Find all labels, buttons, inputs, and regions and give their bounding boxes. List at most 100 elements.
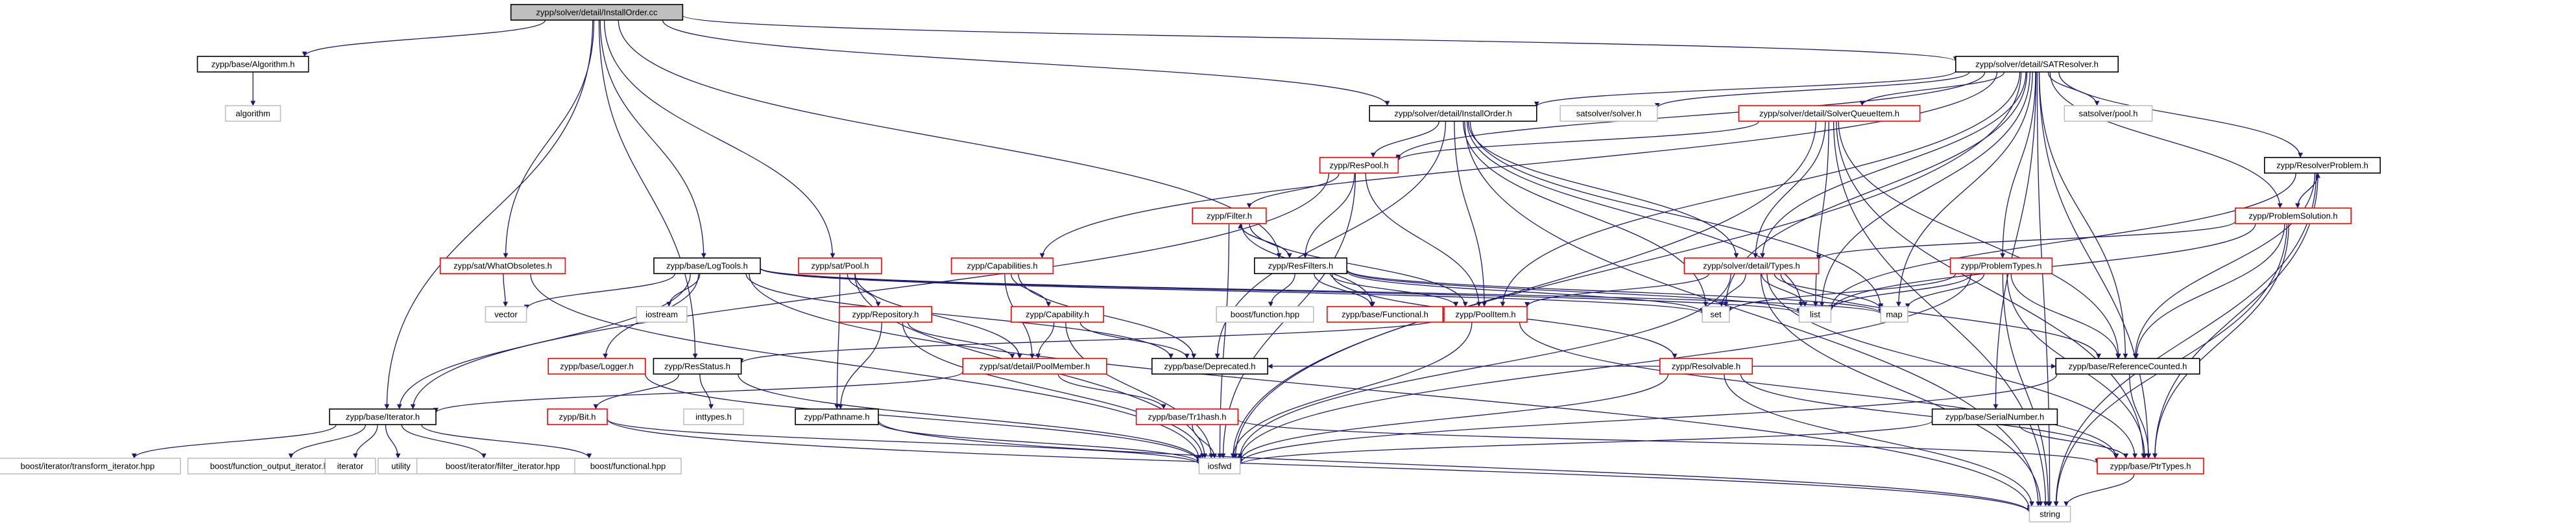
node-refcounted[interactable]: zypp/base/ReferenceCounted.h xyxy=(2055,358,2200,375)
node-label: zypp/base/Algorithm.h xyxy=(211,60,295,69)
node-problem-solution[interactable]: zypp/ProblemSolution.h xyxy=(2235,207,2352,224)
node-resolvable[interactable]: zypp/Resolvable.h xyxy=(1659,358,1753,375)
node-resfilters[interactable]: zypp/ResFilters.h xyxy=(1254,257,1348,274)
node-solver-types[interactable]: zypp/solver/detail/Types.h xyxy=(1683,257,1820,274)
edge-serialnumber-to-iosfwd xyxy=(1237,420,1933,465)
node-label: zypp/base/Functional.h xyxy=(1342,310,1428,320)
node-box xyxy=(1198,458,1241,474)
node-label: string xyxy=(2040,509,2060,519)
node-box xyxy=(510,4,684,21)
edge-install-order-h-to-respool xyxy=(1370,121,1439,158)
edge-problem-types-to-string xyxy=(2002,273,2051,507)
node-repository[interactable]: zypp/Repository.h xyxy=(839,306,933,323)
edge-solver-types-to-refcounted xyxy=(1780,273,2101,359)
node-label: iostream xyxy=(645,310,678,320)
edge-problem-types-to-list xyxy=(1828,273,1972,311)
edge-resolver-problem-to-refcounted xyxy=(2132,172,2316,359)
node-bit-h[interactable]: zypp/Bit.h xyxy=(547,408,608,425)
edge-resfilters-to-map xyxy=(1346,269,1883,314)
edge-sat-pool-to-pathname xyxy=(834,273,841,410)
edge-sat-resolver-to-iosfwd xyxy=(1233,71,2022,459)
node-box xyxy=(2235,207,2352,224)
node-box xyxy=(1559,105,1658,122)
node-capabilities[interactable]: zypp/Capabilities.h xyxy=(950,257,1054,274)
node-satsolver-solver: satsolver/solver.h xyxy=(1559,105,1658,122)
node-box xyxy=(1151,358,1269,375)
node-solver-queue[interactable]: zypp/solver/detail/SolverQueueItem.h xyxy=(1738,105,1921,122)
edge-root-to-logtools xyxy=(599,19,706,259)
node-resstatus[interactable]: zypp/ResStatus.h xyxy=(653,358,742,375)
node-problem-types[interactable]: zypp/ProblemTypes.h xyxy=(1949,257,2053,274)
node-sat-resolver[interactable]: zypp/solver/detail/SATResolver.h xyxy=(1955,56,2119,73)
edge-solver-types-to-string xyxy=(1760,273,2043,507)
node-sat-pool[interactable]: zypp/sat/Pool.h xyxy=(798,257,882,274)
edge-respool-to-filter xyxy=(1246,172,1340,209)
edge-capability-to-iosfwd xyxy=(1065,322,1214,459)
edge-install-order-h-to-deprecated xyxy=(1214,121,1447,359)
node-label: zypp/solver/detail/SolverQueueItem.h xyxy=(1759,109,1899,119)
node-serialnumber[interactable]: zypp/base/SerialNumber.h xyxy=(1931,408,2058,425)
node-label: zypp/Resolvable.h xyxy=(1672,362,1740,371)
edge-problem-types-to-set xyxy=(1726,273,1956,312)
edge-capability-to-deprecated xyxy=(1079,322,1190,359)
edge-sat-resolver-to-problem-types xyxy=(2000,71,2036,259)
edge-install-order-h-to-map xyxy=(1469,121,1884,309)
edge-iterator-h-to-boost-func-output xyxy=(288,424,367,459)
node-box xyxy=(1319,157,1399,174)
edge-resfilters-to-list xyxy=(1346,270,1802,314)
node-label: zypp/ResolverProblem.h xyxy=(2276,161,2368,170)
edge-bit-h-to-iosfwd xyxy=(607,418,1202,465)
node-resolver-problem[interactable]: zypp/ResolverProblem.h xyxy=(2264,157,2381,174)
node-pathname[interactable]: zypp/Pathname.h xyxy=(795,408,879,425)
edge-solver-types-to-poolitem xyxy=(1524,273,1710,307)
edge-resfilters-to-functional-h xyxy=(1314,273,1375,307)
node-poolitem[interactable]: zypp/PoolItem.h xyxy=(1443,306,1528,323)
edge-resolvable-to-ptrtypes xyxy=(1740,373,2119,459)
node-filter[interactable]: zypp/Filter.h xyxy=(1192,207,1267,224)
edge-sat-resolver-to-map xyxy=(1896,71,2033,307)
node-box xyxy=(2097,458,2204,474)
edge-resstatus-to-bit-h xyxy=(593,373,680,410)
node-iosfwd: iosfwd xyxy=(1198,458,1241,474)
edge-resfilters-to-set xyxy=(1346,271,1705,313)
node-label: boost/function_output_iterator.hpp xyxy=(210,462,338,471)
node-functional-h[interactable]: zypp/base/Functional.h xyxy=(1327,306,1444,323)
node-label: zypp/base/ReferenceCounted.h xyxy=(2069,362,2187,371)
node-poolmember[interactable]: zypp/sat/detail/PoolMember.h xyxy=(962,358,1107,375)
node-map: map xyxy=(1880,306,1908,323)
node-trhash[interactable]: zypp/base/Tr1hash.h xyxy=(1135,408,1239,425)
node-label: zypp/solver/detail/InstallOrder.cc xyxy=(536,8,658,18)
node-iterator-h[interactable]: zypp/base/Iterator.h xyxy=(329,408,437,425)
node-logtools[interactable]: zypp/base/LogTools.h xyxy=(653,257,761,274)
edge-root-to-sat-resolver xyxy=(682,15,1958,62)
edge-logtools-to-map xyxy=(760,267,1883,314)
node-box xyxy=(329,408,437,425)
edge-respool-to-poolitem xyxy=(1365,172,1482,307)
edge-sat-resolver-to-string xyxy=(2036,71,2052,507)
node-vector: vector xyxy=(485,306,527,323)
node-box xyxy=(1192,207,1267,224)
edge-poolitem-to-ptrtypes xyxy=(1519,322,2119,459)
edge-solver-types-to-map xyxy=(1774,273,1884,310)
node-deprecated[interactable]: zypp/base/Deprecated.h xyxy=(1151,358,1269,375)
node-label: zypp/sat/WhatObsoletes.h xyxy=(453,261,552,271)
edge-resfilters-to-filter xyxy=(1238,223,1290,259)
node-logger[interactable]: zypp/base/Logger.h xyxy=(548,358,646,375)
edge-poolmember-to-iterator-h xyxy=(433,371,963,414)
node-sat-whatobs[interactable]: zypp/sat/WhatObsoletes.h xyxy=(439,257,566,274)
node-capability[interactable]: zypp/Capability.h xyxy=(1011,306,1105,323)
node-install-order-h[interactable]: zypp/solver/detail/InstallOrder.h xyxy=(1369,105,1537,122)
edge-sat-resolver-to-poolitem xyxy=(1500,71,2021,307)
node-respool[interactable]: zypp/ResPool.h xyxy=(1319,157,1399,174)
edge-resolvable-to-iosfwd xyxy=(1237,373,1669,462)
node-ptrtypes[interactable]: zypp/base/PtrTypes.h xyxy=(2097,458,2204,474)
node-root[interactable]: zypp/solver/detail/InstallOrder.cc xyxy=(510,4,684,21)
node-boost-iter-transform: boost/iterator/transform_iterator.hpp xyxy=(0,458,181,474)
node-algo-h[interactable]: zypp/base/Algorithm.h xyxy=(197,56,309,73)
node-box xyxy=(839,306,933,323)
edge-sat-resolver-to-capabilities xyxy=(1039,71,1998,259)
edge-sat-resolver-to-respool xyxy=(1395,71,1986,160)
edge-logtools-to-set xyxy=(760,268,1705,314)
node-label: list xyxy=(1810,310,1820,320)
edge-pathname-to-string xyxy=(878,420,2032,513)
